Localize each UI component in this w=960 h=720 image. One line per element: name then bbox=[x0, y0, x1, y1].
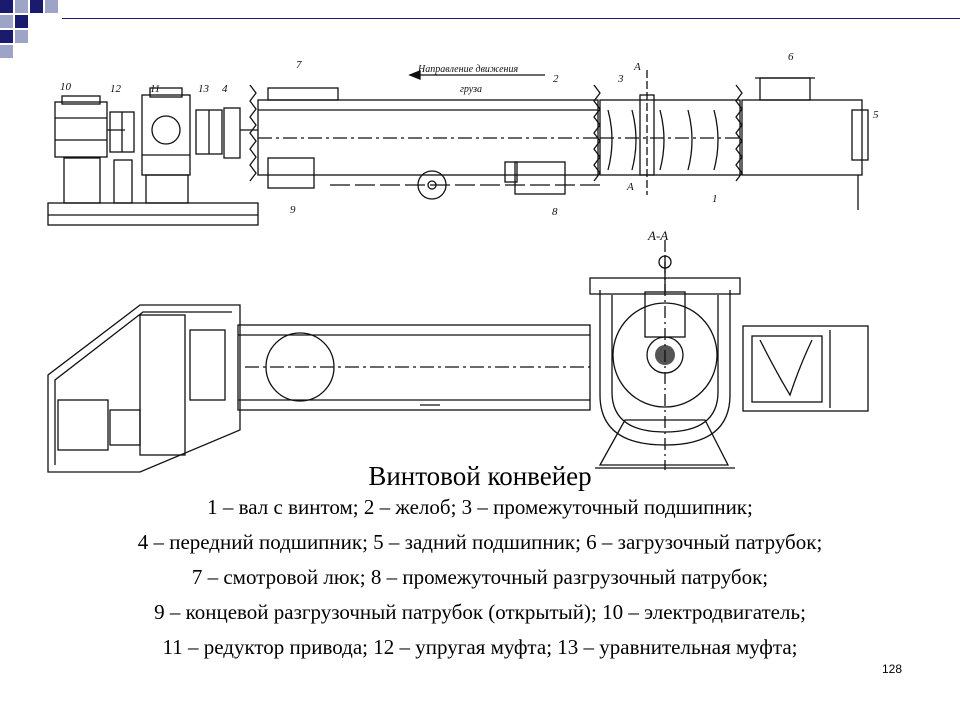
part-label: 11 bbox=[150, 83, 160, 95]
part-label: 3 bbox=[617, 73, 624, 85]
part-label: 4 bbox=[222, 83, 228, 95]
direction-label: груза bbox=[460, 84, 482, 95]
legend-line: 9 – концевой разгрузочный патрубок (откр… bbox=[154, 600, 806, 624]
page-number: 128 bbox=[881, 662, 902, 676]
parts-legend: 1 – вал с винтом; 2 – желоб; 3 – промежу… bbox=[20, 490, 940, 665]
part-label: 9 bbox=[290, 204, 296, 216]
part-label: 12 bbox=[110, 83, 122, 95]
side-elevation-view: 10 12 11 13 4 7 2 3 А 6 5 9 8 1 А Направ… bbox=[47, 51, 879, 243]
legend-line: 11 – редуктор привода; 12 – упругая муфт… bbox=[162, 635, 798, 659]
part-label: 13 bbox=[198, 83, 210, 95]
part-label: А bbox=[633, 61, 641, 73]
direction-label: Направление движения bbox=[417, 64, 518, 75]
legend-line: 7 – смотровой люк; 8 – промежуточный раз… bbox=[191, 565, 769, 589]
corner-squares-decoration bbox=[0, 0, 58, 58]
part-label: 5 bbox=[873, 109, 879, 121]
plan-view bbox=[47, 304, 591, 473]
screw-conveyor-drawing: 10 12 11 13 4 7 2 3 А 6 5 9 8 1 А Направ… bbox=[47, 51, 879, 473]
part-label: 8 bbox=[552, 206, 558, 218]
section-label: А-А bbox=[647, 228, 668, 243]
part-label: А bbox=[626, 181, 634, 193]
header-rule bbox=[62, 18, 960, 19]
part-label: 1 bbox=[712, 193, 718, 205]
legend-line: 4 – передний подшипник; 5 – задний подши… bbox=[137, 530, 823, 554]
part-label: 7 bbox=[296, 59, 302, 71]
slide-title: Винтовой конвейер bbox=[368, 461, 592, 491]
part-label: 10 bbox=[60, 81, 72, 93]
end-view bbox=[742, 325, 869, 412]
section-a-a-view bbox=[589, 240, 741, 470]
part-label: 6 bbox=[788, 51, 794, 63]
part-label: 2 bbox=[553, 73, 559, 85]
legend-line: 1 – вал с винтом; 2 – желоб; 3 – промежу… bbox=[207, 495, 753, 519]
